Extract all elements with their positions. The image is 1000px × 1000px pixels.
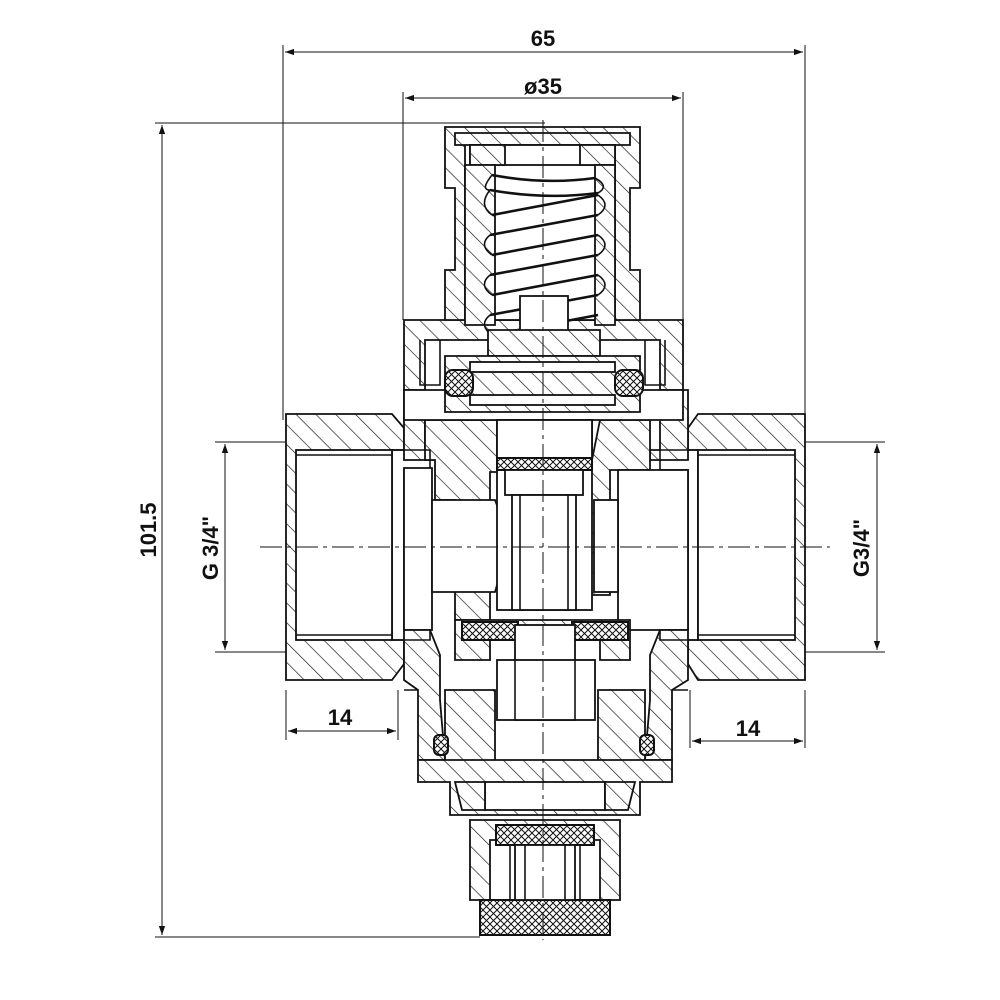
right-depth-label: 14 — [736, 716, 761, 741]
dimension-labels: 65 ø35 101.5 G 3/4" G3/4" 14 14 — [136, 26, 874, 741]
bonnet-assembly — [403, 126, 684, 421]
overall-height-label: 101.5 — [136, 502, 161, 557]
center-lines — [260, 120, 830, 940]
left-depth-label: 14 — [328, 705, 353, 730]
overall-width-label: 65 — [531, 26, 555, 51]
outer-contour — [392, 449, 698, 691]
right-thread-label: G3/4" — [849, 519, 874, 577]
dimension-lines — [155, 45, 885, 938]
valve-body — [285, 389, 806, 936]
cap-diameter-label: ø35 — [524, 74, 562, 99]
left-thread-label: G 3/4" — [198, 516, 223, 580]
valve-stem — [433, 419, 655, 756]
